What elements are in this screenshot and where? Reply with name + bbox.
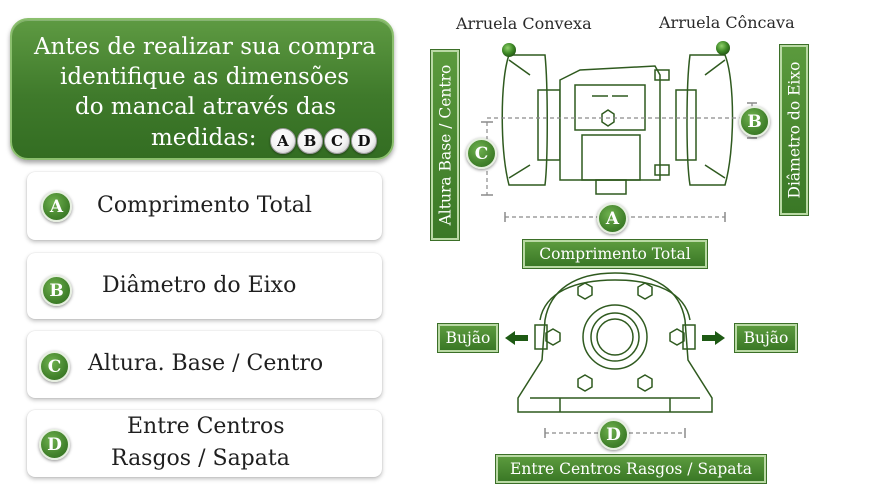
bearing-front-view	[517, 272, 713, 413]
intro-badge-a: A	[270, 128, 296, 154]
measure-badge-a: A	[41, 191, 72, 222]
washer-convex-indicator	[502, 43, 516, 57]
measure-badge-c: C	[39, 351, 70, 382]
label-convex-washer: Arruela Convexa	[456, 14, 592, 33]
measure-label-d-line1: Entre Centros	[127, 414, 285, 439]
intro-badge-d: D	[351, 128, 377, 154]
intro-line-4: medidas:	[151, 125, 257, 151]
measure-label-b: Diâmetro do Eixo	[102, 273, 297, 298]
tag-plug-left: Bujão	[437, 323, 499, 353]
measure-label-d-line2: Rasgos / Sapata	[111, 446, 290, 471]
intro-line-1: Antes de realizar sua compra	[34, 34, 376, 60]
measure-card-d: D Entre Centros Rasgos / Sapata	[27, 410, 382, 477]
tag-centers-slots-foot: Entre Centros Rasgos / Sapata	[495, 454, 767, 484]
measure-badge-b: B	[41, 275, 72, 306]
bearing-side-view	[501, 54, 734, 195]
measure-card-b: B Diâmetro do Eixo	[27, 253, 382, 319]
marker-d: D	[598, 419, 629, 450]
measure-card-c: C Altura. Base / Centro	[27, 331, 382, 398]
label-concave-washer: Arruela Côncava	[659, 13, 795, 32]
measure-label-c: Altura. Base / Centro	[88, 351, 324, 376]
washer-concave-indicator	[716, 41, 730, 55]
intro-badges: A B C D	[270, 128, 377, 154]
tag-plug-right: Bujão	[734, 323, 798, 353]
measure-badge-d: D	[39, 429, 70, 460]
measure-label-a: Comprimento Total	[97, 193, 312, 218]
tag-shaft-diameter: Diâmetro do Eixo	[779, 44, 809, 216]
marker-b: B	[739, 106, 770, 137]
tag-shaft-diameter-text: Diâmetro do Eixo	[785, 61, 804, 199]
intro-badge-c: C	[324, 128, 350, 154]
marker-a: A	[597, 203, 628, 234]
marker-c: C	[466, 138, 497, 169]
measure-card-a: A Comprimento Total	[27, 172, 382, 240]
intro-line-3: do mancal através das	[75, 94, 337, 120]
tag-height-base-center: Altura Base / Centro	[430, 49, 460, 241]
tag-height-base-center-text: Altura Base / Centro	[436, 64, 455, 226]
plug-arrows	[505, 331, 725, 345]
tag-total-length: Comprimento Total	[522, 239, 708, 269]
intro-badge-b: B	[297, 128, 323, 154]
intro-line-2: identifique as dimensões	[60, 64, 350, 90]
intro-banner: Antes de realizar sua compra identifique…	[10, 18, 394, 160]
